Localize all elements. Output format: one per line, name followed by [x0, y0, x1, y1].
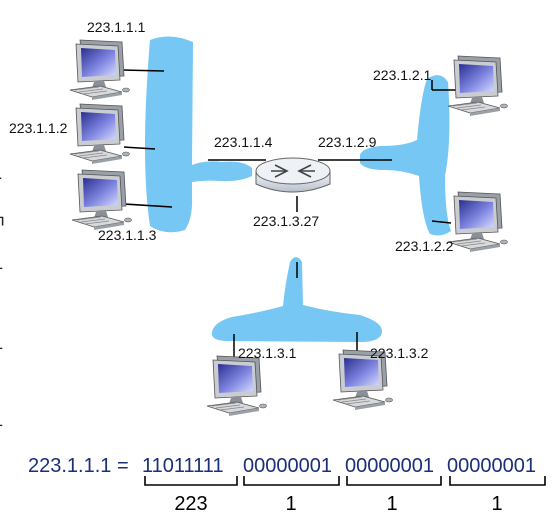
- desktop-computer-icon: [447, 191, 508, 253]
- label-router-c: 223.1.3.27: [253, 213, 319, 229]
- octet-brackets: [144, 476, 546, 486]
- binary-prefix: 223.1.1.1 =: [28, 455, 129, 477]
- octet-2-decimal: 1: [285, 493, 296, 515]
- host-223-1-2-2[interactable]: [447, 191, 508, 253]
- octet-2-binary: 00000001: [243, 455, 332, 477]
- host-223-1-2-1[interactable]: [447, 55, 508, 117]
- octet-3-binary: 00000001: [345, 455, 434, 477]
- edge-fragment: ㅏ: [0, 340, 7, 360]
- desktop-computer-icon: [71, 169, 132, 231]
- desktop-computer-icon: [206, 355, 267, 417]
- label-host-c1: 223.1.3.1: [238, 345, 297, 361]
- octet-3-decimal: 1: [386, 493, 397, 515]
- subnet-right: [360, 75, 451, 236]
- label-host-a3: 223.1.1.3: [98, 227, 157, 243]
- label-host-b1: 223.1.2.1: [373, 67, 432, 83]
- desktop-computer-icon: [447, 55, 508, 117]
- label-host-a2: 223.1.1.2: [9, 120, 68, 136]
- host-223-1-1-3[interactable]: [71, 169, 132, 231]
- edge-fragment: ㄱ: [0, 212, 7, 232]
- host-223-1-3-1[interactable]: [206, 355, 267, 417]
- label-host-b2: 223.1.2.2: [395, 238, 454, 254]
- subnet-left: [145, 36, 252, 233]
- octet-4-decimal: 1: [491, 493, 502, 515]
- edge-fragment: ㅏ: [0, 417, 7, 437]
- host-223-1-1-2[interactable]: [69, 103, 130, 165]
- label-host-c2: 223.1.3.2: [370, 345, 429, 361]
- desktop-computer-icon: [69, 39, 130, 101]
- desktop-computer-icon: [69, 103, 130, 165]
- edge-fragment: -: [0, 167, 2, 187]
- edge-fragment: ㅏ: [0, 260, 7, 280]
- octet-1-decimal: 223: [174, 493, 207, 515]
- label-host-a1: 223.1.1.1: [87, 19, 146, 35]
- subnet-bottom: [211, 257, 382, 342]
- host-223-1-1-1[interactable]: [69, 39, 130, 101]
- octet-1-binary: 11011111: [142, 455, 224, 477]
- binary-equation: 223.1.1.1 =: [28, 455, 129, 477]
- router-icon[interactable]: [255, 157, 331, 193]
- octet-4-binary: 00000001: [447, 455, 536, 477]
- label-router-b: 223.1.2.9: [318, 134, 377, 150]
- label-router-a: 223.1.1.4: [214, 134, 273, 150]
